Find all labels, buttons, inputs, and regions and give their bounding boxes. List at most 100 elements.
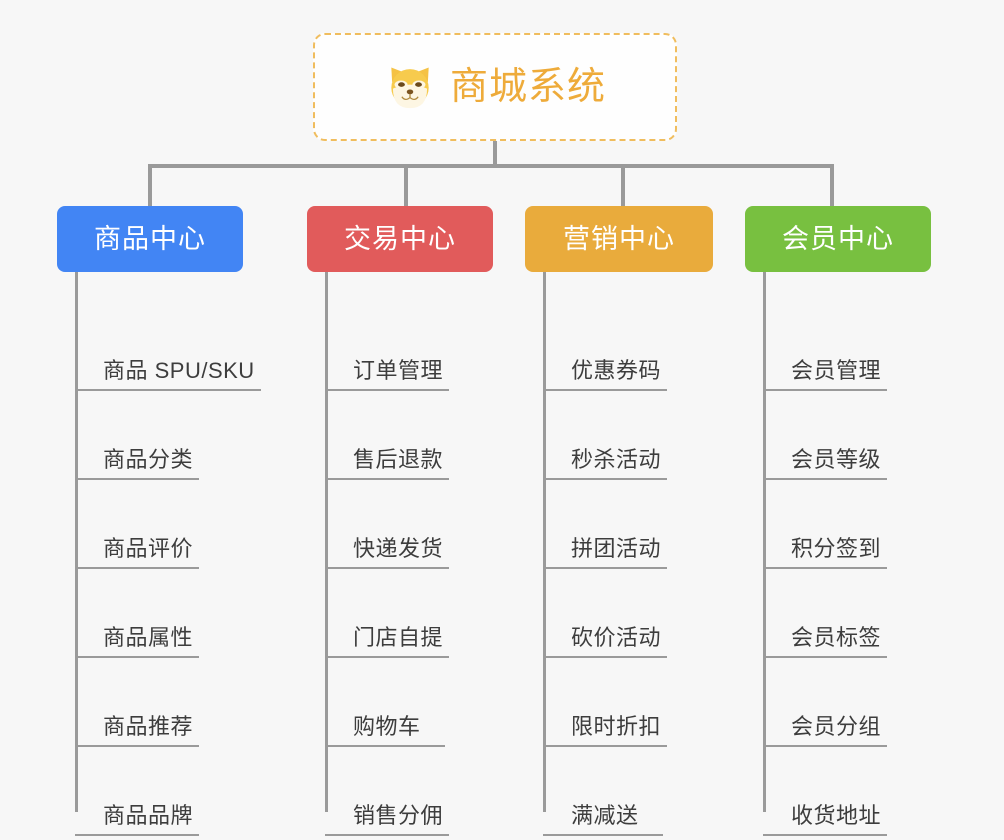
list-item[interactable]: 销售分佣 (307, 747, 493, 836)
list-item[interactable]: 商品推荐 (57, 658, 243, 747)
leaf-label: 会员标签 (791, 625, 882, 651)
list-item[interactable]: 商品分类 (57, 391, 243, 480)
column-header-0[interactable]: 商品中心 (57, 206, 243, 272)
leaf-label: 收货地址 (791, 803, 882, 829)
leaf-underline (75, 656, 200, 658)
column-product-center: 商品中心 商品 SPU/SKU 商品分类 商品评价 商品属性 商品推荐 商品品牌 (57, 206, 261, 836)
leaf-underline (763, 567, 888, 569)
root-node[interactable]: 商城系统 (313, 33, 677, 141)
list-item[interactable]: 会员分组 (745, 658, 931, 747)
leaf-label: 售后退款 (353, 447, 444, 473)
list-item[interactable]: 门店自提 (307, 569, 493, 658)
leaf-underline (325, 567, 450, 569)
column-spine-0 (75, 272, 78, 812)
connector-drop-1 (148, 164, 152, 206)
leaf-label: 秒杀活动 (571, 447, 662, 473)
list-item[interactable]: 商品 SPU/SKU (57, 302, 261, 391)
leaf-label: 砍价活动 (571, 625, 662, 651)
leaf-label: 会员分组 (791, 714, 882, 740)
connector-bus (148, 164, 834, 168)
list-item[interactable]: 会员管理 (745, 302, 931, 391)
leaf-list-2: 优惠券码 秒杀活动 拼团活动 砍价活动 限时折扣 满减送 (525, 302, 713, 836)
leaf-list-1: 订单管理 售后退款 快递发货 门店自提 购物车 销售分佣 (307, 302, 493, 836)
leaf-label: 购物车 (353, 714, 421, 740)
leaf-label: 订单管理 (353, 358, 444, 384)
list-item[interactable]: 限时折扣 (525, 658, 713, 747)
column-header-3[interactable]: 会员中心 (745, 206, 931, 272)
leaf-underline (75, 567, 200, 569)
leaf-underline (543, 656, 668, 658)
leaf-label: 门店自提 (353, 625, 444, 651)
list-item[interactable]: 商品属性 (57, 569, 243, 658)
leaf-label: 限时折扣 (571, 714, 662, 740)
leaf-underline (763, 834, 888, 836)
connector-drop-4 (830, 164, 834, 206)
list-item[interactable]: 砍价活动 (525, 569, 713, 658)
leaf-label: 商品品牌 (103, 803, 194, 829)
leaf-label: 商品属性 (103, 625, 194, 651)
leaf-underline (75, 389, 261, 391)
list-item[interactable]: 优惠券码 (525, 302, 713, 391)
connector-drop-2 (404, 164, 408, 206)
column-spine-2 (543, 272, 546, 812)
list-item[interactable]: 商品品牌 (57, 747, 243, 836)
column-body-1: 订单管理 售后退款 快递发货 门店自提 购物车 销售分佣 (307, 272, 493, 836)
leaf-underline (325, 478, 450, 480)
leaf-underline (763, 656, 888, 658)
leaf-underline (543, 745, 668, 747)
list-item[interactable]: 购物车 (307, 658, 493, 747)
leaf-underline (543, 478, 668, 480)
leaf-underline (543, 834, 663, 836)
column-body-2: 优惠券码 秒杀活动 拼团活动 砍价活动 限时折扣 满减送 (525, 272, 713, 836)
column-marketing-center: 营销中心 优惠券码 秒杀活动 拼团活动 砍价活动 限时折扣 满减送 (525, 206, 713, 836)
list-item[interactable]: 满减送 (525, 747, 713, 836)
leaf-label: 快递发货 (353, 536, 444, 562)
leaf-label: 商品分类 (103, 447, 194, 473)
leaf-underline (325, 656, 450, 658)
list-item[interactable]: 积分签到 (745, 480, 931, 569)
connector-drop-3 (621, 164, 625, 206)
leaf-underline (763, 745, 888, 747)
column-body-0: 商品 SPU/SKU 商品分类 商品评价 商品属性 商品推荐 商品品牌 (57, 272, 261, 836)
leaf-label: 商品 SPU/SKU (103, 358, 255, 384)
connector-stem (493, 141, 497, 167)
leaf-underline (75, 834, 200, 836)
column-spine-3 (763, 272, 766, 812)
leaf-underline (325, 834, 450, 836)
leaf-label: 销售分佣 (353, 803, 444, 829)
list-item[interactable]: 收货地址 (745, 747, 931, 836)
list-item[interactable]: 秒杀活动 (525, 391, 713, 480)
leaf-label: 商品推荐 (103, 714, 194, 740)
column-header-2[interactable]: 营销中心 (525, 206, 713, 272)
leaf-underline (543, 567, 668, 569)
leaf-list-3: 会员管理 会员等级 积分签到 会员标签 会员分组 收货地址 (745, 302, 931, 836)
column-body-3: 会员管理 会员等级 积分签到 会员标签 会员分组 收货地址 (745, 272, 931, 836)
leaf-underline (325, 745, 445, 747)
leaf-underline (763, 389, 888, 391)
column-spine-1 (325, 272, 328, 812)
shiba-dog-face-icon (384, 61, 436, 113)
list-item[interactable]: 售后退款 (307, 391, 493, 480)
leaf-underline (75, 478, 200, 480)
leaf-label: 会员等级 (791, 447, 882, 473)
list-item[interactable]: 拼团活动 (525, 480, 713, 569)
leaf-underline (325, 389, 450, 391)
leaf-label: 商品评价 (103, 536, 194, 562)
leaf-label: 满减送 (571, 803, 639, 829)
column-member-center: 会员中心 会员管理 会员等级 积分签到 会员标签 会员分组 收货地址 (745, 206, 931, 836)
leaf-list-0: 商品 SPU/SKU 商品分类 商品评价 商品属性 商品推荐 商品品牌 (57, 302, 261, 836)
leaf-label: 积分签到 (791, 536, 882, 562)
list-item[interactable]: 商品评价 (57, 480, 243, 569)
list-item[interactable]: 订单管理 (307, 302, 493, 391)
list-item[interactable]: 会员等级 (745, 391, 931, 480)
list-item[interactable]: 会员标签 (745, 569, 931, 658)
leaf-underline (75, 745, 200, 747)
leaf-label: 会员管理 (791, 358, 882, 384)
root-title: 商城系统 (449, 66, 606, 108)
column-header-1[interactable]: 交易中心 (307, 206, 493, 272)
list-item[interactable]: 快递发货 (307, 480, 493, 569)
leaf-underline (763, 478, 888, 480)
leaf-underline (543, 389, 668, 391)
column-trade-center: 交易中心 订单管理 售后退款 快递发货 门店自提 购物车 销售分佣 (307, 206, 493, 836)
